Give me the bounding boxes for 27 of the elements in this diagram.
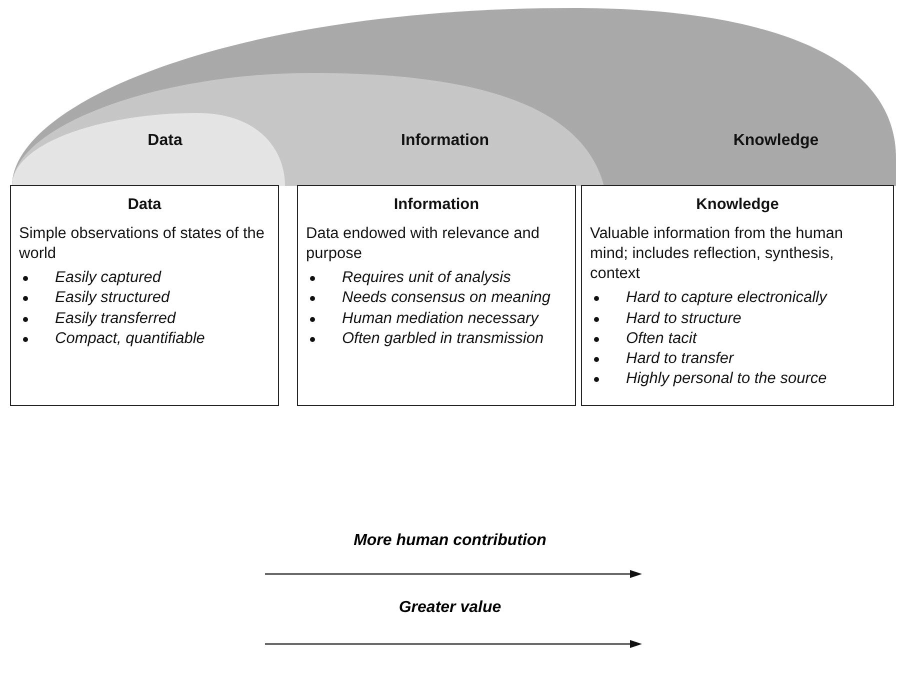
card-description: Valuable information from the human mind; includes reflection, synthesis, context bbox=[590, 224, 844, 284]
band-label: Data bbox=[148, 132, 182, 150]
card-heading: Knowledge bbox=[695, 196, 780, 214]
bullet-text: Compact, quantifiable bbox=[55, 328, 205, 349]
bullet-text: Hard to transfer bbox=[626, 348, 734, 369]
card-description: Data endowed with relevance and purpose bbox=[306, 224, 541, 264]
bullet-text: Needs consensus on meaning bbox=[342, 288, 551, 308]
bullet-text: Easily captured bbox=[55, 268, 161, 288]
bullet-text: Easily structured bbox=[55, 288, 170, 308]
arrow-caption: Greater value bbox=[398, 599, 502, 617]
bullet-text: Often garbled in transmission bbox=[342, 328, 544, 349]
bullet-text: Hard to structure bbox=[626, 308, 742, 329]
bullet-text: Human mediation necessary bbox=[342, 308, 538, 329]
arrow-caption: More human contribution bbox=[354, 532, 546, 550]
card-heading: Information bbox=[392, 196, 480, 214]
info-card bbox=[10, 185, 279, 406]
bullet-text: Requires unit of analysis bbox=[342, 268, 511, 288]
bullet-text: Hard to capture electronically bbox=[626, 288, 827, 308]
band-label: Information bbox=[401, 132, 489, 150]
bullet-text: Often tacit bbox=[626, 328, 697, 349]
card-heading: Data bbox=[126, 196, 162, 214]
bullet-text: Highly personal to the source bbox=[626, 368, 827, 389]
band-label: Knowledge bbox=[733, 132, 819, 150]
bullet-text: Easily transferred bbox=[55, 308, 176, 329]
card-description: Simple observations of states of the world bbox=[19, 224, 266, 264]
info-card bbox=[297, 185, 576, 406]
info-card bbox=[581, 185, 894, 406]
